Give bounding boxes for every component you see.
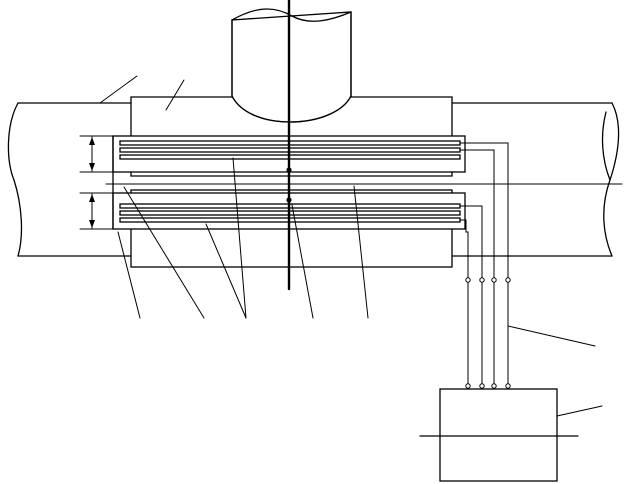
main-pipe-right-break bbox=[603, 102, 620, 257]
branch-pipe bbox=[231, 8, 352, 123]
wire-junction-1 bbox=[465, 277, 471, 283]
main-pipe-right-break-inner bbox=[601, 111, 611, 181]
dim-arrow-upper-head-bottom bbox=[89, 163, 95, 171]
dim-arrow-lower-head-bottom bbox=[89, 220, 95, 228]
main-pipe-left-break bbox=[7, 102, 23, 257]
leader-instrument bbox=[556, 405, 603, 417]
lead-wires bbox=[459, 142, 511, 389]
leader-centerline-gap bbox=[123, 186, 205, 319]
wire-junction-3 bbox=[491, 277, 497, 283]
axis-point-lower bbox=[286, 197, 292, 203]
lead-wire-3 bbox=[459, 205, 483, 387]
branch-pipe-top-break bbox=[231, 8, 352, 22]
wire-terminal-3 bbox=[491, 383, 497, 389]
lead-wire-4 bbox=[459, 219, 469, 387]
instrument-box bbox=[419, 388, 579, 482]
lead-wire-2 bbox=[459, 149, 495, 387]
leader-wire-bundle bbox=[507, 325, 596, 347]
leader-lines bbox=[99, 75, 603, 417]
dim-arrow-upper-head-top bbox=[89, 137, 95, 145]
wire-junction-4 bbox=[505, 277, 511, 283]
wire-terminal-4 bbox=[505, 383, 511, 389]
leader-main-pipe bbox=[99, 75, 138, 104]
dimension-markers bbox=[79, 135, 114, 230]
leader-axis-point bbox=[291, 204, 314, 319]
leader-housing bbox=[165, 79, 185, 111]
lead-wire-1 bbox=[459, 142, 509, 387]
axis-point-upper bbox=[286, 167, 292, 173]
branch-pipe-body bbox=[231, 11, 352, 123]
wire-junction-2 bbox=[479, 277, 485, 283]
wire-terminal-1 bbox=[465, 383, 471, 389]
dim-arrow-lower-head-top bbox=[89, 194, 95, 202]
leader-lower-coil bbox=[205, 223, 247, 319]
leader-frame-edge bbox=[117, 231, 141, 319]
instrument-box-body bbox=[439, 388, 558, 482]
leader-upper-coil bbox=[232, 157, 247, 319]
wire-terminal-2 bbox=[479, 383, 485, 389]
leader-upper-housing bbox=[353, 185, 369, 319]
